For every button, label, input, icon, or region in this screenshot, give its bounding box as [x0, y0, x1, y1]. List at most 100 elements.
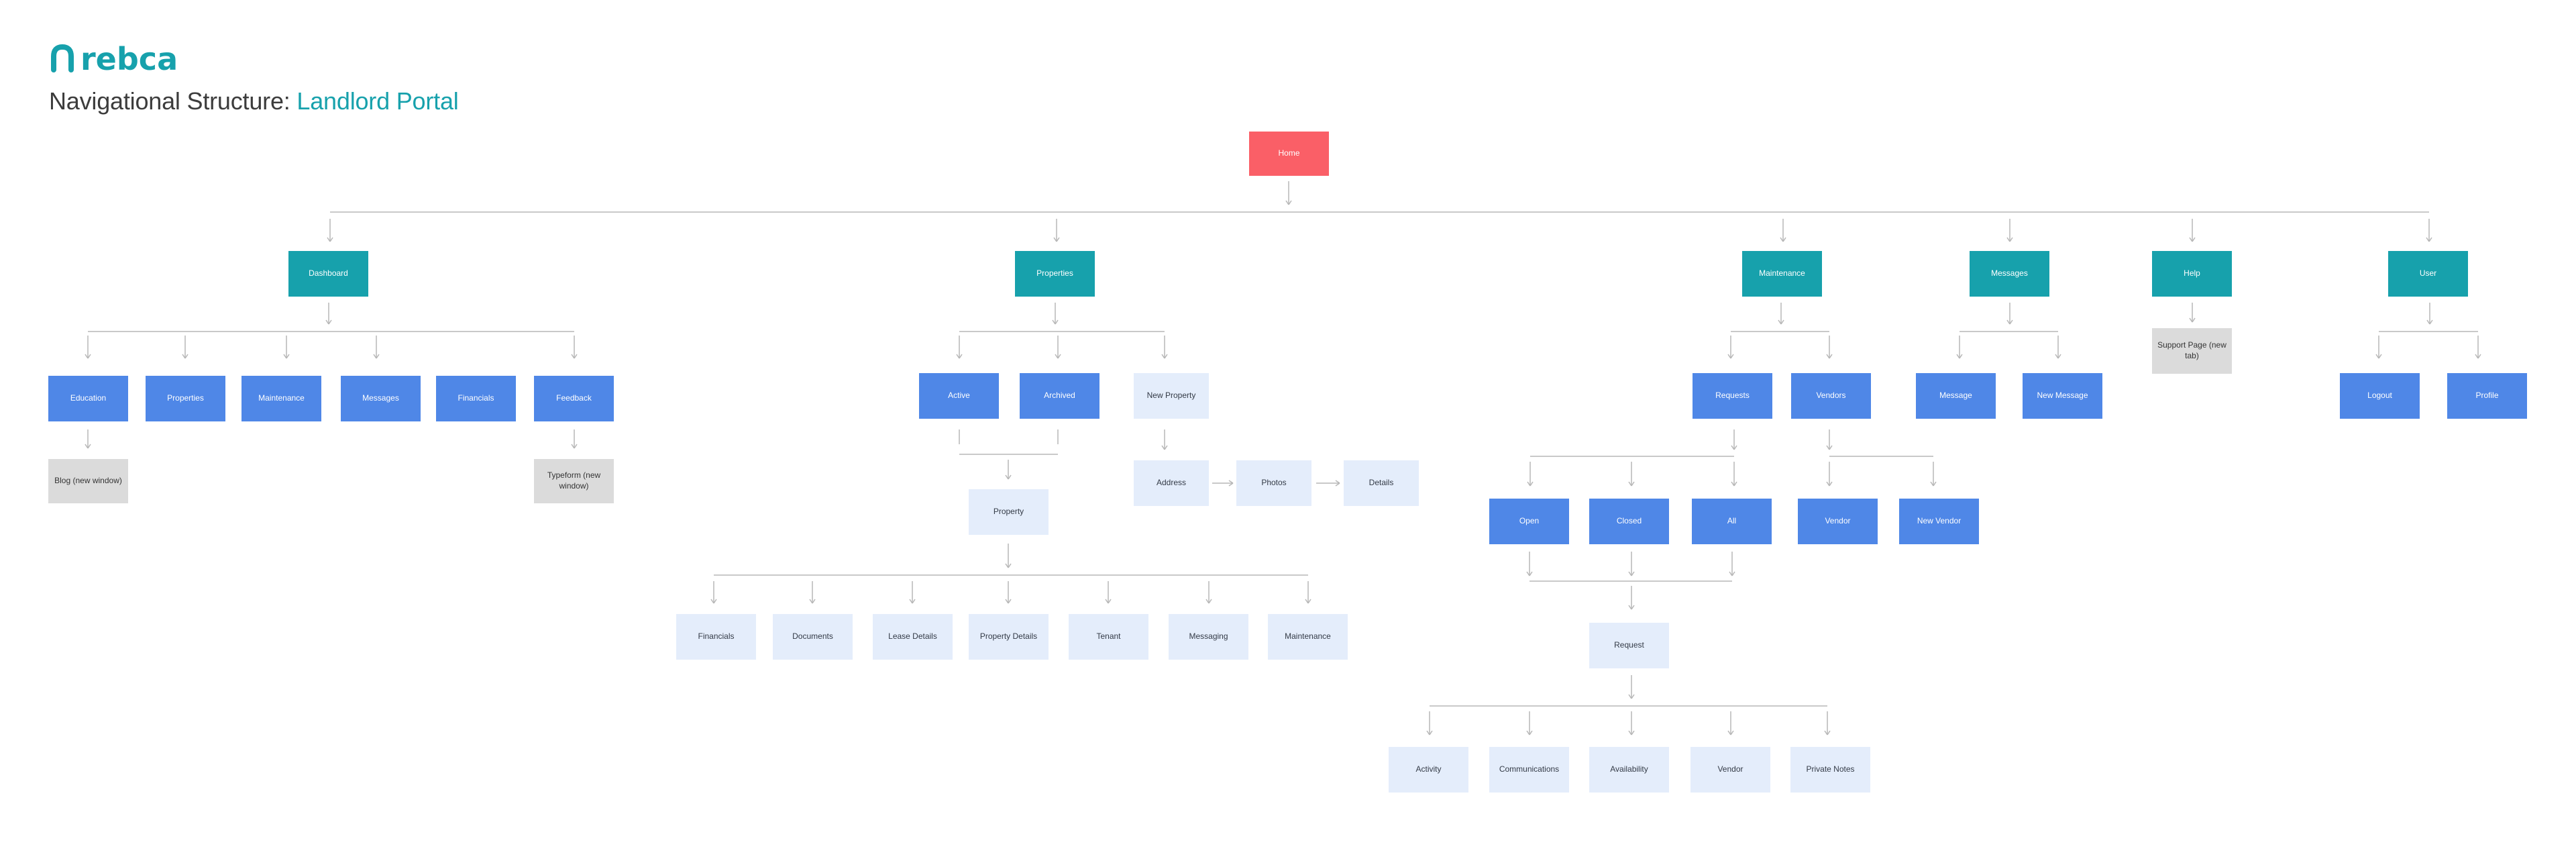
node-address[interactable]: Address [1134, 460, 1209, 506]
node-support-page[interactable]: Support Page (new tab) [2152, 328, 2232, 374]
node-archived[interactable]: Archived [1020, 373, 1099, 419]
node-property-financials[interactable]: Financials [676, 614, 756, 660]
arrowhead [1631, 730, 1635, 735]
node-request-communications[interactable]: Communications [1489, 747, 1569, 793]
node-messages[interactable]: Messages [1970, 251, 2049, 297]
arrowhead [1628, 571, 1632, 576]
node-request-availability[interactable]: Availability [1589, 747, 1669, 793]
arrowhead [283, 354, 287, 359]
node-request-activity[interactable]: Activity [1389, 747, 1468, 793]
arrowhead [1305, 599, 1309, 604]
arrowhead [1335, 482, 1340, 487]
node-profile[interactable]: Profile [2447, 373, 2527, 419]
arrowhead [1829, 445, 1833, 450]
node-dashboard-maintenance[interactable]: Maintenance [241, 376, 321, 421]
node-feedback[interactable]: Feedback [534, 376, 614, 421]
arrowhead [574, 354, 578, 359]
node-property-lease-details[interactable]: Lease Details [873, 614, 953, 660]
arrowhead [1057, 354, 1061, 359]
arrowhead [2189, 317, 2193, 323]
arrowhead [1527, 481, 1531, 487]
arrowhead [1733, 481, 1737, 487]
node-dashboard-messages[interactable]: Messages [341, 376, 421, 421]
logo-wordmark: rebca [80, 42, 178, 77]
node-property-documents[interactable]: Documents [773, 614, 853, 660]
node-request-vendor[interactable]: Vendor [1690, 747, 1770, 793]
arrowhead [1053, 237, 1057, 242]
arrowhead [325, 319, 329, 325]
arrowhead [1526, 571, 1530, 576]
node-blog[interactable]: Blog (new window) [48, 459, 128, 503]
node-maintenance[interactable]: Maintenance [1742, 251, 1822, 297]
arrowhead [2477, 354, 2481, 359]
node-photos[interactable]: Photos [1236, 460, 1311, 506]
arrowhead [1730, 354, 1734, 359]
arrowhead [1005, 599, 1009, 604]
node-vendors[interactable]: Vendors [1791, 373, 1871, 419]
arrowhead [85, 354, 89, 359]
node-help[interactable]: Help [2152, 251, 2232, 297]
node-logout[interactable]: Logout [2340, 373, 2420, 419]
node-active[interactable]: Active [919, 373, 999, 419]
node-closed[interactable]: Closed [1589, 499, 1669, 544]
arrowhead [2009, 237, 2013, 242]
arrowhead [329, 237, 333, 242]
node-home[interactable]: Home [1249, 132, 1329, 176]
arrowhead [2006, 237, 2010, 242]
node-financials[interactable]: Financials [436, 376, 516, 421]
node-property-tenant[interactable]: Tenant [1069, 614, 1148, 660]
rebca-logo: rebca [51, 42, 205, 82]
arrowhead [376, 354, 380, 359]
node-property[interactable]: Property [969, 489, 1049, 535]
node-request-private-notes[interactable]: Private Notes [1790, 747, 1870, 793]
node-all[interactable]: All [1692, 499, 1772, 544]
node-property-messaging[interactable]: Messaging [1169, 614, 1248, 660]
arrowhead [1205, 599, 1210, 604]
arrowhead [85, 444, 89, 449]
arrowhead [571, 444, 575, 449]
node-property-property-details[interactable]: Property Details [969, 614, 1049, 660]
arrowhead [1628, 730, 1632, 735]
node-open[interactable]: Open [1489, 499, 1569, 544]
arrowhead [1164, 354, 1168, 359]
arrowhead [1052, 319, 1056, 325]
node-properties[interactable]: Properties [1015, 251, 1095, 297]
node-typeform[interactable]: Typeform (new window) [534, 459, 614, 503]
arrowhead [812, 599, 816, 604]
arrowhead [1733, 445, 1737, 450]
node-education[interactable]: Education [48, 376, 128, 421]
arrowhead [713, 599, 717, 604]
arrowhead [1782, 237, 1786, 242]
node-dashboard[interactable]: Dashboard [288, 251, 368, 297]
node-new-property[interactable]: New Property [1134, 373, 1209, 419]
node-new-vendor[interactable]: New Vendor [1899, 499, 1979, 544]
node-message[interactable]: Message [1916, 373, 1996, 419]
arrowhead [184, 354, 189, 359]
arrowhead [328, 319, 332, 325]
arrowhead [1829, 354, 1833, 359]
arrowhead [1778, 319, 1782, 325]
arrowhead [1631, 571, 1635, 576]
arrowhead [1288, 200, 1292, 205]
arrowhead [87, 444, 91, 449]
arrowhead [1727, 354, 1731, 359]
node-vendor[interactable]: Vendor [1798, 499, 1878, 544]
arrowhead [2378, 354, 2382, 359]
arrowhead [1429, 730, 1433, 735]
arrowhead [2429, 319, 2433, 325]
node-request[interactable]: Request [1589, 623, 1669, 668]
node-user[interactable]: User [2388, 251, 2468, 297]
node-new-message[interactable]: New Message [2023, 373, 2102, 419]
arrowhead [1628, 481, 1632, 487]
page-title: Navigational Structure: Landlord Portal [49, 87, 459, 115]
node-property-maintenance[interactable]: Maintenance [1268, 614, 1348, 660]
node-requests[interactable]: Requests [1693, 373, 1772, 419]
arrowhead [1826, 445, 1830, 450]
arrowhead [1731, 571, 1735, 576]
node-details[interactable]: Details [1344, 460, 1419, 506]
node-dashboard-properties[interactable]: Properties [146, 376, 225, 421]
arrowhead [1105, 599, 1109, 604]
arrowhead [1631, 694, 1635, 699]
arrowhead [1055, 319, 1059, 325]
